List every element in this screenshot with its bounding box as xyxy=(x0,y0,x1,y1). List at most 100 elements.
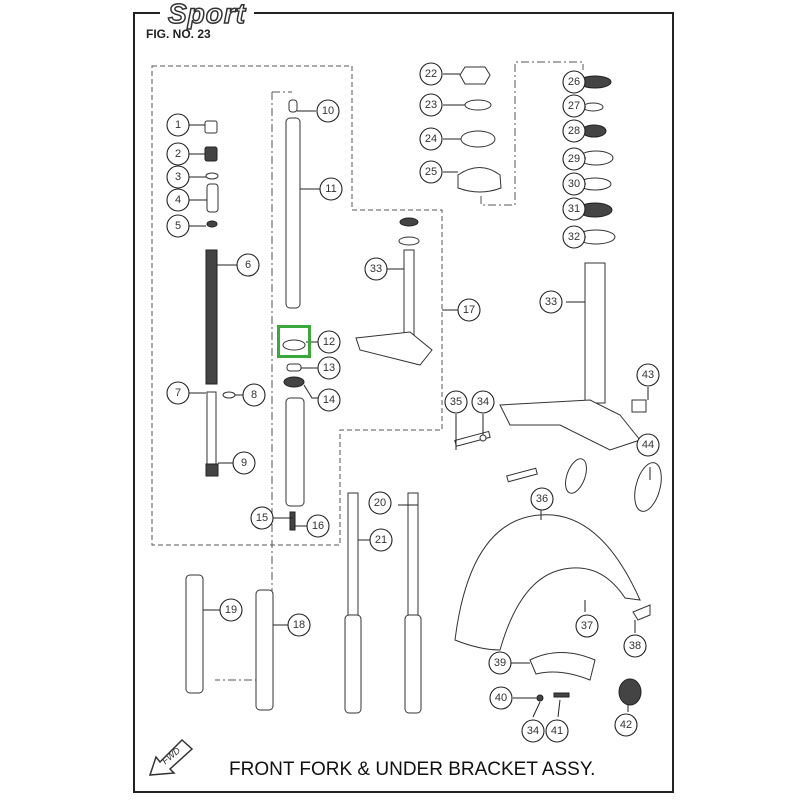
callout-13[interactable]: 13 xyxy=(317,356,341,380)
svg-text:19: 19 xyxy=(225,604,237,616)
callout-44[interactable]: 44 xyxy=(636,433,660,457)
callout-43[interactable]: 43 xyxy=(636,363,660,387)
part-stem-seal-small xyxy=(399,217,419,227)
part-locknut-24 xyxy=(460,130,496,148)
callout-21[interactable]: 21 xyxy=(369,528,393,552)
svg-text:20: 20 xyxy=(374,497,386,509)
callout-12[interactable]: 12 xyxy=(317,330,341,354)
callout-37[interactable]: 37 xyxy=(575,614,599,638)
callout-30[interactable]: 30 xyxy=(562,172,586,196)
part-clip-13 xyxy=(286,363,302,372)
callout-10[interactable]: 10 xyxy=(316,99,340,123)
callout-24[interactable]: 24 xyxy=(419,127,443,151)
part-reflector-44 xyxy=(634,462,662,512)
svg-text:40: 40 xyxy=(495,692,507,704)
part-outer-tube-19 xyxy=(185,574,204,694)
svg-text:8: 8 xyxy=(251,389,257,401)
part-stem-washer-small xyxy=(398,236,420,246)
callout-32[interactable]: 32 xyxy=(562,225,586,249)
callout-17[interactable]: 17 xyxy=(457,298,481,322)
svg-text:39: 39 xyxy=(494,657,506,669)
part-washer-34 xyxy=(479,434,487,442)
part-seal-12 xyxy=(282,339,306,351)
figure-number: FIG. NO. 23 xyxy=(146,27,211,41)
svg-text:42: 42 xyxy=(620,719,632,731)
callout-19[interactable]: 19 xyxy=(219,598,243,622)
svg-text:33: 33 xyxy=(370,263,382,275)
part-washer-23 xyxy=(464,99,492,111)
callout-3[interactable]: 3 xyxy=(166,165,190,189)
callout-22[interactable]: 22 xyxy=(419,62,443,86)
callout-40[interactable]: 40 xyxy=(489,686,513,710)
svg-text:33: 33 xyxy=(545,296,557,308)
part-brace-39 xyxy=(529,652,596,681)
part-nut-40 xyxy=(536,694,544,702)
svg-text:5: 5 xyxy=(175,220,181,232)
callout-8[interactable]: 8 xyxy=(242,383,266,407)
callout-28[interactable]: 28 xyxy=(562,119,586,143)
svg-text:16: 16 xyxy=(312,520,324,532)
callout-25[interactable]: 25 xyxy=(419,160,443,184)
part-nut-9 xyxy=(205,463,219,477)
part-reflector-mount xyxy=(565,458,587,494)
part-grommet-42 xyxy=(618,678,642,706)
svg-text:37: 37 xyxy=(581,620,593,632)
part-under-bracket-17 xyxy=(355,331,433,366)
callout-35[interactable]: 35 xyxy=(444,390,468,414)
part-outer-tube xyxy=(285,397,305,507)
svg-text:34: 34 xyxy=(477,396,489,408)
callout-9[interactable]: 9 xyxy=(232,451,256,475)
svg-text:7: 7 xyxy=(175,387,181,399)
brand-logo: Sport xyxy=(160,0,255,30)
callout-36[interactable]: 36 xyxy=(530,487,554,511)
svg-text:29: 29 xyxy=(568,153,580,165)
fork-assembly-boundary xyxy=(151,65,443,546)
svg-text:34: 34 xyxy=(527,725,539,737)
part-washer-5 xyxy=(206,220,218,228)
part-front-fender-36 xyxy=(454,514,641,651)
svg-text:38: 38 xyxy=(629,640,641,652)
callout-31[interactable]: 31 xyxy=(562,197,586,221)
callout-26[interactable]: 26 xyxy=(562,70,586,94)
svg-text:36: 36 xyxy=(536,493,548,505)
svg-text:24: 24 xyxy=(425,133,437,145)
callout-39[interactable]: 39 xyxy=(488,651,512,675)
svg-text:18: 18 xyxy=(293,619,305,631)
callout-41[interactable]: 41 xyxy=(545,719,569,743)
callout-42[interactable]: 42 xyxy=(614,713,638,737)
callout-6[interactable]: 6 xyxy=(236,253,260,277)
part-cap-2 xyxy=(204,146,218,162)
svg-text:25: 25 xyxy=(425,166,437,178)
svg-text:35: 35 xyxy=(450,396,462,408)
callout-33-small-stem[interactable]: 33 xyxy=(364,257,388,281)
svg-text:41: 41 xyxy=(551,725,563,737)
svg-text:11: 11 xyxy=(325,183,336,195)
part-inner-tube-11 xyxy=(285,117,301,309)
part-cover-25 xyxy=(457,167,502,193)
callout-16[interactable]: 16 xyxy=(306,514,330,538)
svg-text:14: 14 xyxy=(323,394,335,406)
callout-20[interactable]: 20 xyxy=(368,491,392,515)
callout-38[interactable]: 38 xyxy=(623,634,647,658)
callout-15[interactable]: 15 xyxy=(250,506,274,530)
callout-2[interactable]: 2 xyxy=(166,142,190,166)
callout-29[interactable]: 29 xyxy=(562,147,586,171)
callout-4[interactable]: 4 xyxy=(166,188,190,212)
callout-14[interactable]: 14 xyxy=(317,388,341,412)
svg-text:1: 1 xyxy=(175,119,181,131)
svg-text:43: 43 xyxy=(642,369,654,381)
callout-5[interactable]: 5 xyxy=(166,214,190,238)
callout-34-lower[interactable]: 34 xyxy=(521,719,545,743)
callout-23[interactable]: 23 xyxy=(419,93,443,117)
callout-7[interactable]: 7 xyxy=(166,381,190,405)
part-outer-tube-18 xyxy=(255,589,274,711)
callout-11[interactable]: 11 xyxy=(319,177,343,201)
svg-text:28: 28 xyxy=(568,125,580,137)
callout-1[interactable]: 1 xyxy=(166,113,190,137)
callout-18[interactable]: 18 xyxy=(287,613,311,637)
callout-34-upper[interactable]: 34 xyxy=(471,390,495,414)
forward-direction-arrow-icon: FWD xyxy=(148,738,194,776)
part-spring-6 xyxy=(205,249,218,385)
callout-33-large-stem[interactable]: 33 xyxy=(539,290,563,314)
callout-27[interactable]: 27 xyxy=(562,94,586,118)
